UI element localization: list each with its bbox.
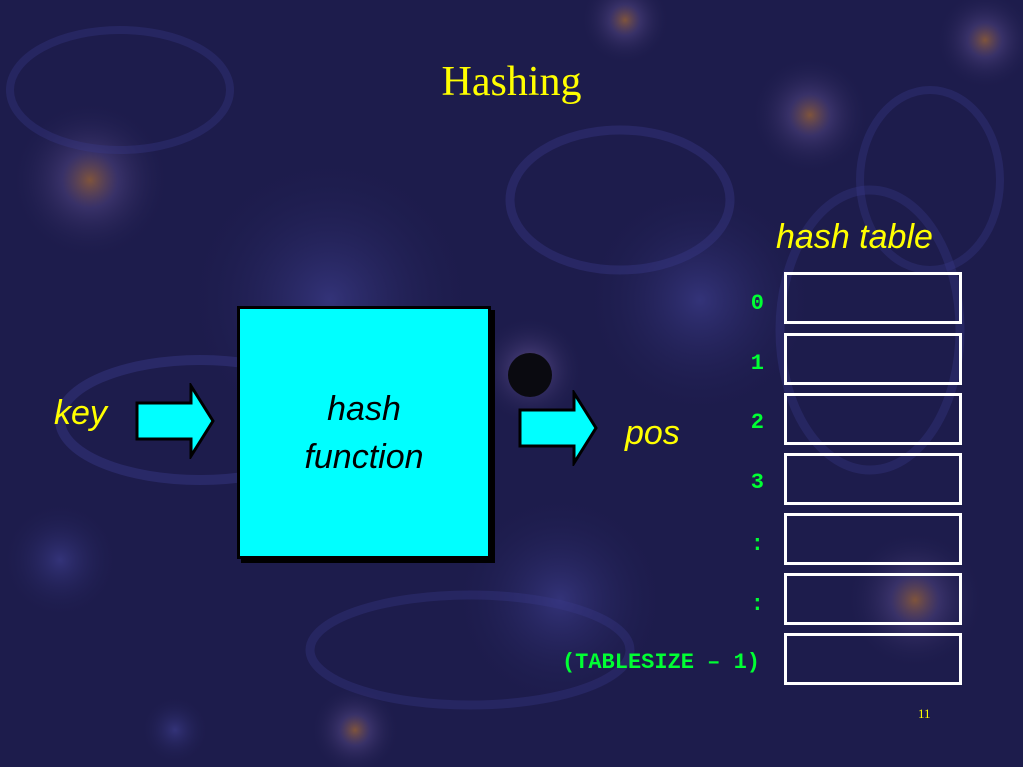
table-index: : <box>750 532 764 557</box>
output-arrow-icon <box>518 390 598 466</box>
hash-function-label: hash function <box>304 389 424 476</box>
slide-title: Hashing <box>441 59 582 105</box>
hash-function-box: hash function <box>237 306 491 559</box>
table-index: 3 <box>750 470 764 495</box>
key-label: key <box>54 394 107 432</box>
table-index: 2 <box>750 410 764 435</box>
table-slot <box>784 333 962 385</box>
page-number: 11 <box>918 706 931 721</box>
table-index: : <box>750 592 764 617</box>
table-index: 0 <box>750 291 764 316</box>
pos-label: pos <box>625 414 680 452</box>
table-slot <box>784 393 962 445</box>
table-slot <box>784 573 962 625</box>
table-slot <box>784 453 962 505</box>
table-index: 1 <box>750 351 764 376</box>
table-index: (TABLESIZE – 1) <box>561 650 760 675</box>
input-arrow-icon <box>135 383 215 459</box>
table-slot <box>784 633 962 685</box>
table-slot <box>784 272 962 324</box>
hash-table-label: hash table <box>776 218 933 256</box>
table-slot <box>784 513 962 565</box>
